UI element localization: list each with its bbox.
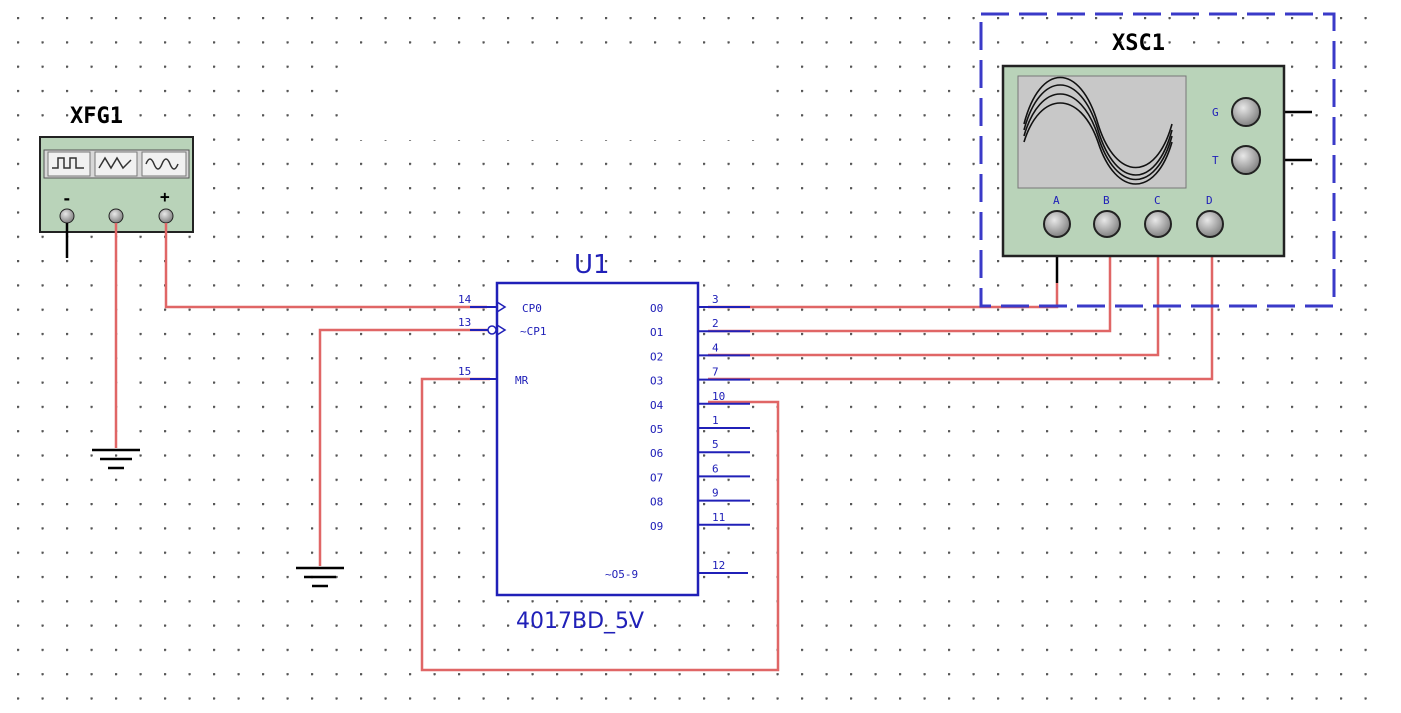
output-pin-num: 10: [712, 390, 725, 403]
function-generator-label: XFG1: [70, 104, 123, 129]
pin-num-mr: 15: [458, 365, 471, 378]
output-pin-num: 9: [712, 487, 719, 500]
oscilloscope-dashed-border: [979, 12, 1336, 308]
output-pin-name: O4: [650, 399, 664, 412]
output-pin-name: O5: [650, 423, 663, 436]
output-pin-num: 4: [712, 341, 719, 354]
ic-ref-label: U1: [574, 250, 610, 280]
pin-name-cp0: CP0: [522, 302, 542, 315]
scope-channel-label: C: [1154, 194, 1161, 207]
clock-symbol-cp1: [496, 324, 507, 336]
output-pin-name: O2: [650, 350, 663, 363]
scope-t-label: T: [1212, 154, 1219, 167]
scope-channel-terminal[interactable]: [1043, 210, 1071, 238]
ic-part-label: 4017BD_5V: [516, 609, 644, 634]
clock-symbol-cp0: [496, 301, 507, 313]
scope-channel-label: D: [1206, 194, 1213, 207]
wire-mr-loop: [420, 377, 780, 672]
output-pin-num: 7: [712, 366, 719, 379]
waveform-traces: [1023, 76, 1173, 185]
output-pin-num: 11: [712, 511, 725, 524]
output-pin-num: 2: [712, 317, 719, 330]
triangle-wave-icon[interactable]: [94, 151, 138, 177]
output-pin-name: O6: [650, 447, 663, 460]
pin-num-cp0: 14: [458, 293, 472, 306]
pin-name-cp1: ~CP1: [520, 325, 547, 338]
function-generator[interactable]: XFG1 - +: [39, 104, 194, 233]
sine-wave-icon[interactable]: [141, 151, 187, 177]
wire-fg-plus-cp0: [164, 223, 487, 309]
wire-o3-ch-d: [708, 238, 1214, 381]
oscilloscope-screen: [1017, 75, 1187, 189]
wire-o2-ch-c: [708, 238, 1160, 357]
grid-blank-patch: [340, 60, 760, 140]
counter-ic[interactable]: U1 4017BD_5V 14 13 15 CP0 ~CP1 MR O03O12…: [458, 250, 750, 634]
scope-g-label: G: [1212, 106, 1219, 119]
output-pin-name: O1: [650, 326, 663, 339]
pin-name-mr: MR: [515, 374, 529, 387]
output-pin-name: O8: [650, 496, 663, 509]
output-pin-num: 3: [712, 293, 719, 306]
terminal-minus-label: -: [62, 189, 72, 208]
scope-channel-label: B: [1103, 194, 1110, 207]
wire-o1-ch-b: [708, 238, 1112, 333]
carry-pin-num: 12: [712, 559, 725, 572]
scope-channel-terminal[interactable]: [1093, 210, 1121, 238]
scope-channels: A B C D: [1043, 194, 1224, 238]
ground-symbol-fg: [92, 448, 140, 470]
square-wave-icon[interactable]: [47, 151, 91, 177]
carry-pin-name: ~O5-9: [605, 568, 638, 581]
output-pin-num: 6: [712, 462, 719, 475]
ground-symbol-counter: [296, 566, 344, 588]
terminal-plus-label: +: [160, 187, 170, 206]
output-pin-name: O9: [650, 520, 663, 533]
pin-num-cp1: 13: [458, 316, 471, 329]
scope-channel-label: A: [1053, 194, 1060, 207]
scope-g-terminal[interactable]: [1231, 97, 1261, 127]
scope-channel-terminal[interactable]: [1196, 210, 1224, 238]
scope-channel-terminal[interactable]: [1144, 210, 1172, 238]
output-pin-name: O0: [650, 302, 663, 315]
output-pin-name: O3: [650, 375, 663, 388]
output-pin-num: 5: [712, 438, 719, 451]
invert-bubble-cp1: [487, 325, 497, 335]
oscilloscope[interactable]: XSC1 G T A B C D: [979, 12, 1336, 308]
wire-cp1-ground: [318, 328, 487, 566]
fg-terminal-common[interactable]: [108, 208, 124, 224]
scope-t-terminal[interactable]: [1231, 145, 1261, 175]
fg-terminal-minus[interactable]: [59, 208, 75, 224]
fg-terminal-plus[interactable]: [158, 208, 174, 224]
ic-body: [495, 281, 700, 597]
output-pin-name: O7: [650, 471, 663, 484]
oscilloscope-label: XSC1: [1112, 31, 1165, 56]
output-pin-num: 1: [712, 414, 719, 427]
